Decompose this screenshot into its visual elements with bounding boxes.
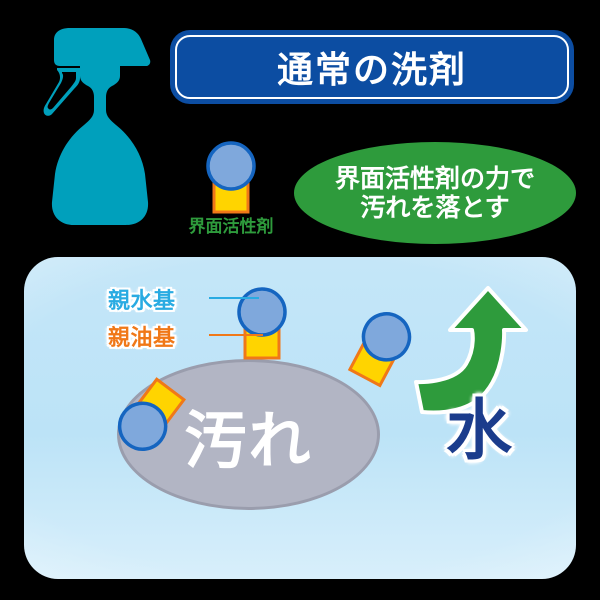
leader-line-lipophilic [209, 334, 263, 336]
callout-text: 界面活性剤の力で 汚れを落とす [294, 142, 576, 244]
surfactant-molecule-left [99, 365, 201, 468]
water-label: 水 [446, 392, 512, 469]
label-lipophilic-group: 親油基 [108, 326, 176, 351]
page-title: 通常の洗剤 [276, 50, 467, 91]
spray-bottle-icon [32, 26, 162, 228]
legend-surfactant-label: 界面活性剤 [188, 217, 274, 237]
legend-surfactant-molecule [196, 140, 266, 215]
water-flow-arrow-icon [414, 284, 534, 416]
callout-line-1: 界面活性剤の力で [334, 163, 535, 193]
title-banner-inner-border [175, 35, 569, 99]
leader-line-hydrophilic [209, 297, 259, 299]
title-banner: 通常の洗剤 [170, 30, 574, 104]
callout-ellipse: 界面活性剤の力で 汚れを落とす [294, 142, 576, 244]
callout-line-2: 汚れを落とす [360, 193, 510, 222]
dirt-label: 汚れ [184, 403, 313, 477]
label-hydrophilic-group: 親水基 [108, 289, 176, 314]
surfactant-molecule-right [332, 297, 429, 397]
